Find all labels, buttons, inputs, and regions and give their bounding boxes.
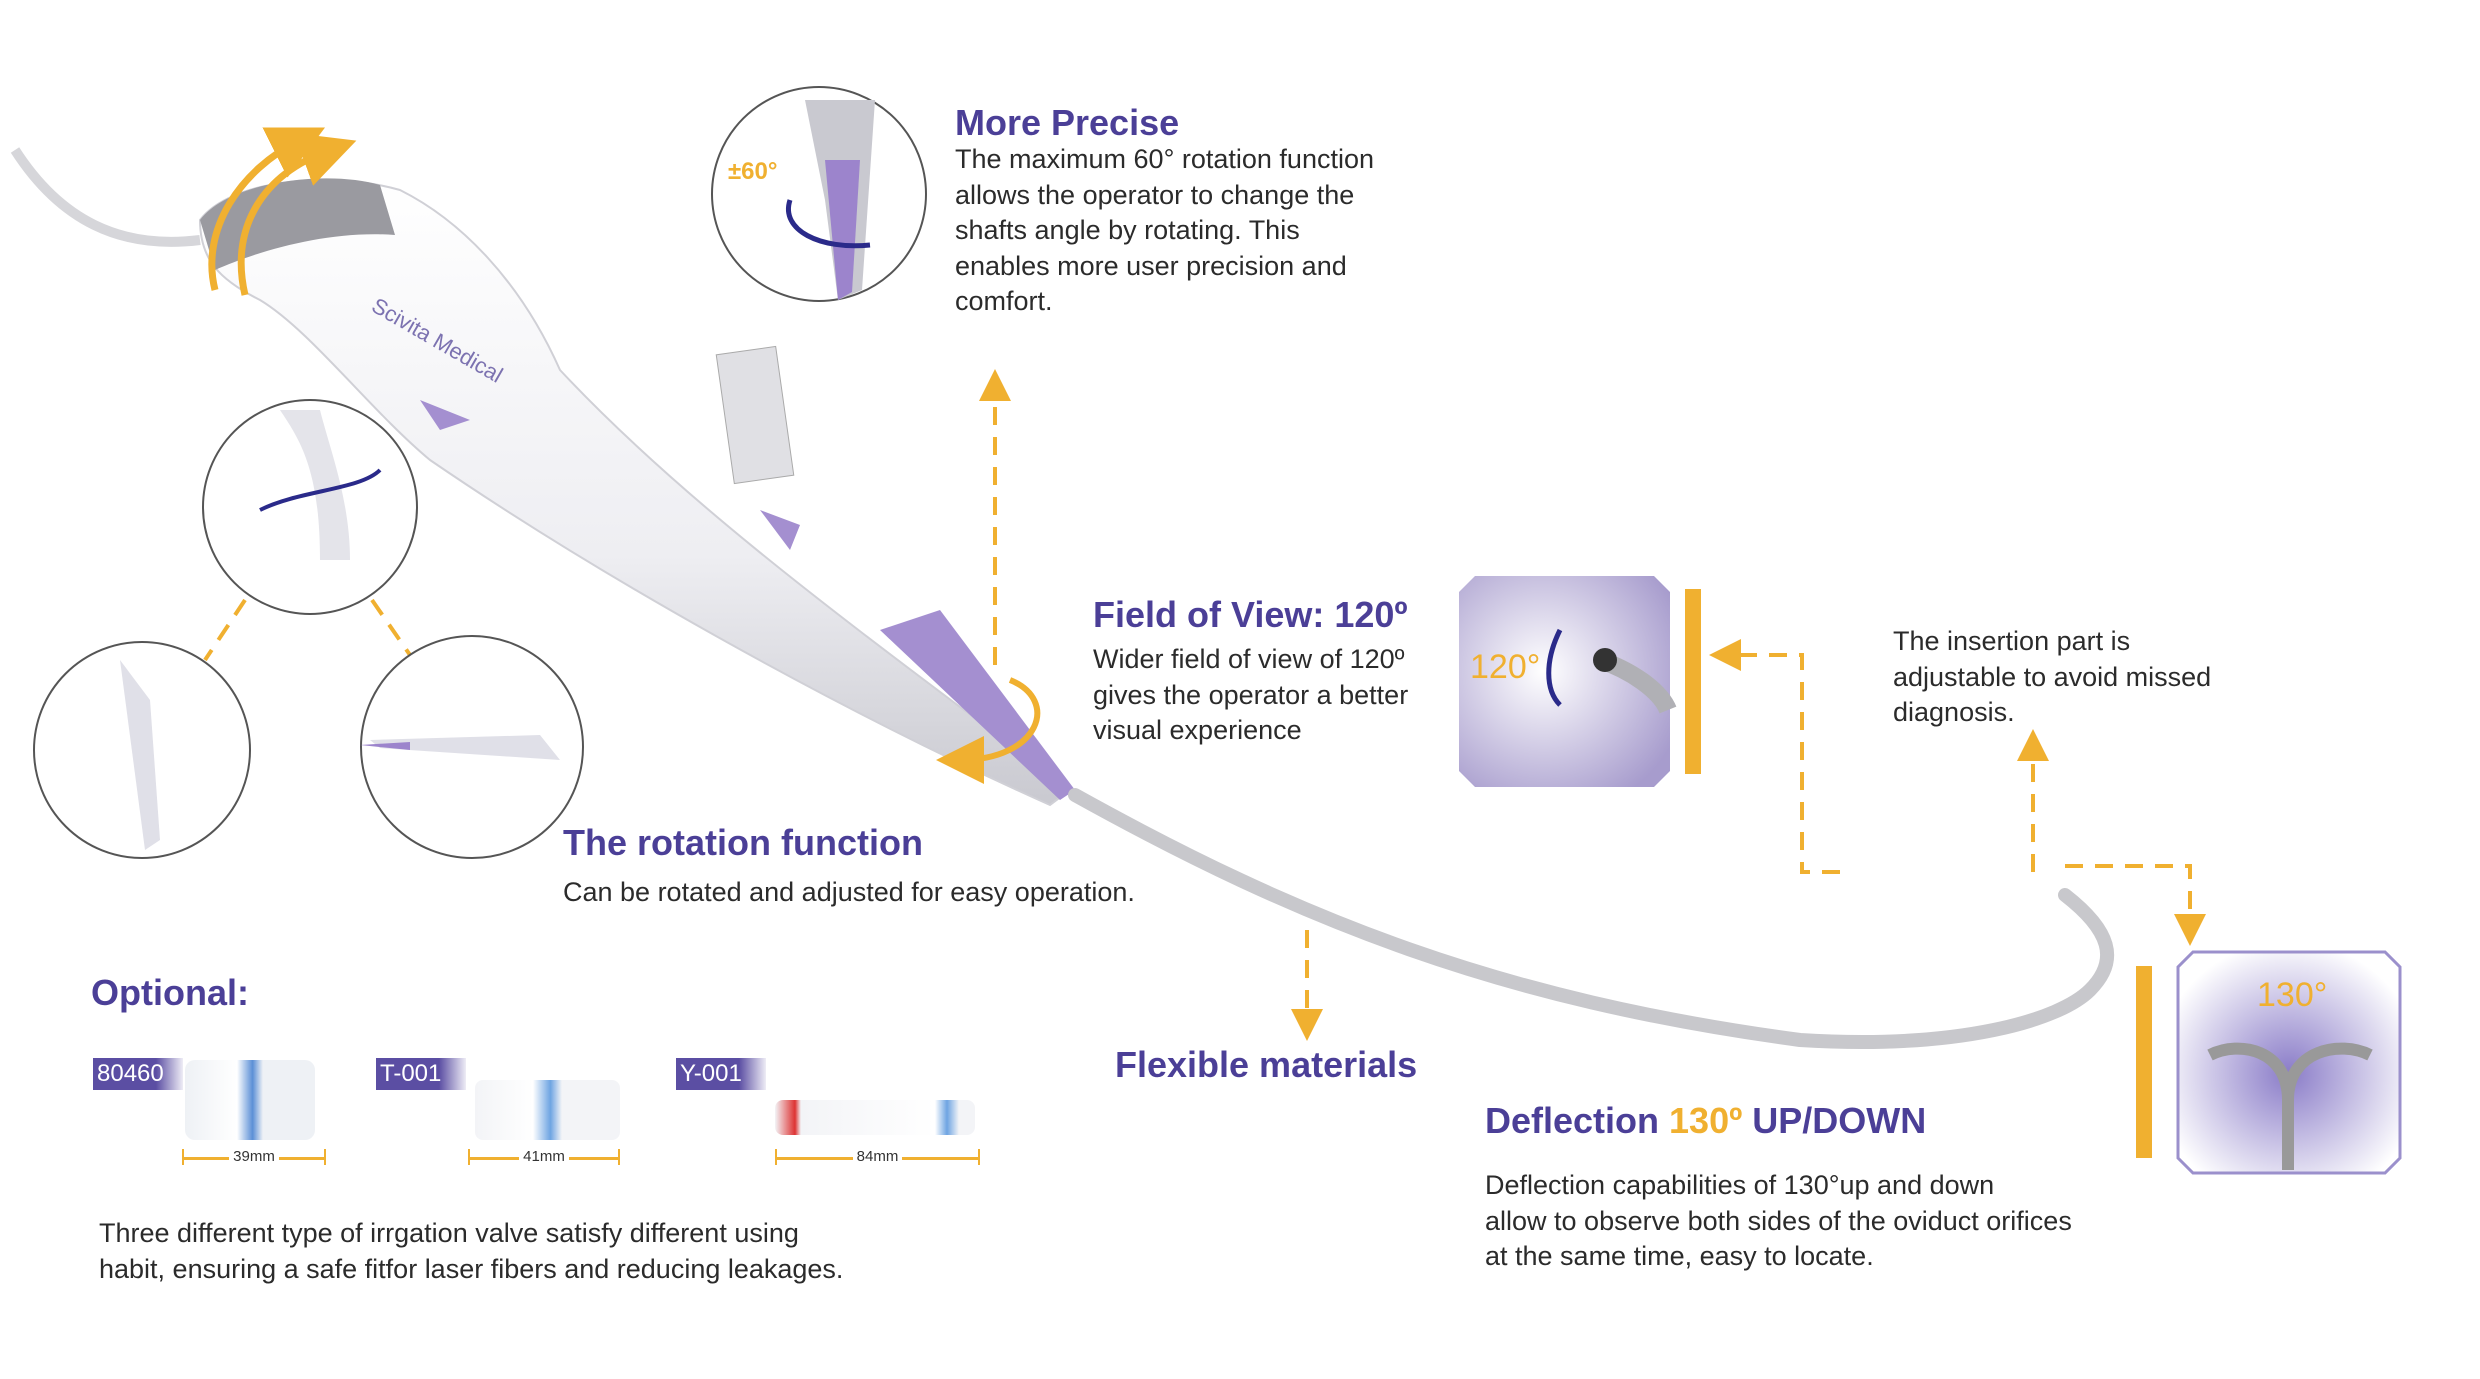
purple-tip [880, 610, 1075, 800]
angle-60-label: ±60° [728, 158, 778, 185]
deflection-bar [2136, 966, 2152, 1158]
deflection-angle-label: 130° [2257, 976, 2328, 1014]
deflection-image [2176, 950, 2402, 1175]
detail-circle-60 [711, 86, 927, 302]
valve-image-80460 [185, 1060, 315, 1140]
fov-title: Field of View: 120º [1093, 594, 1408, 635]
more-precise-title: More Precise [955, 102, 1180, 143]
detail-circle-rotate [202, 399, 418, 615]
fov-bar [1685, 589, 1701, 774]
deflection-title: Deflection 130º UP/DOWN [1485, 1100, 1927, 1141]
deflection-text: Deflection capabilities of 130°up and do… [1485, 1170, 2072, 1271]
fov-image [1459, 576, 1670, 787]
optional-text: Three different type of irrgation valve … [99, 1218, 844, 1284]
insertion-shaft [1068, 788, 2115, 1049]
valve-code-80460: 80460 [93, 1058, 183, 1090]
valve-size-41: 41mm [468, 1148, 620, 1165]
optional-title: Optional: [91, 972, 249, 1013]
valve-image-t001 [475, 1080, 620, 1140]
valve-image-y001 [775, 1100, 975, 1135]
valve-code-t001: T-001 [376, 1058, 466, 1090]
valve-size-39: 39mm [182, 1148, 326, 1165]
rotation-title: The rotation function [563, 822, 923, 863]
flexible-title: Flexible materials [1115, 1044, 1418, 1085]
valve-size-84: 84mm [775, 1148, 980, 1165]
rotation-subtitle: Can be rotated and adjusted for easy ope… [563, 877, 1135, 907]
fov-angle-label: 120° [1470, 648, 1541, 686]
cable [10, 147, 201, 247]
valve-code-y001: Y-001 [676, 1058, 766, 1090]
